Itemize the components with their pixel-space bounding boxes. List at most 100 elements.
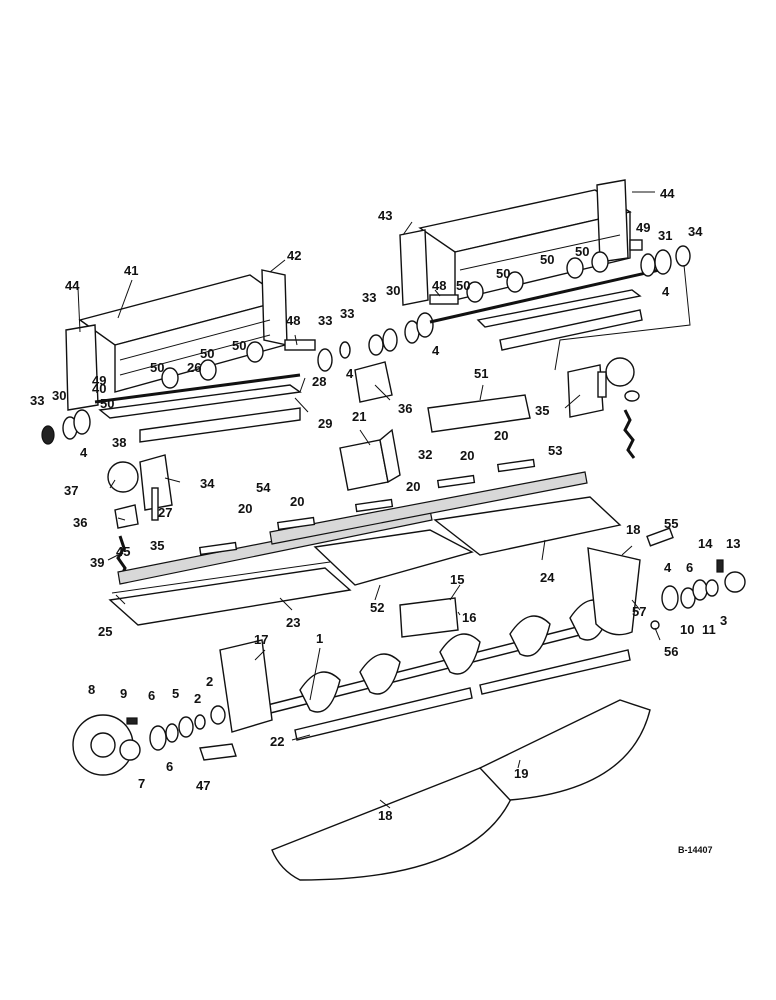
callout-6: 6 — [686, 560, 693, 575]
callout-50: 50 — [100, 396, 114, 411]
callout-2: 2 — [206, 674, 213, 689]
callout-38: 36 — [73, 515, 87, 530]
callout-5: 6 — [166, 759, 173, 774]
callout-25: 25 — [98, 624, 112, 639]
left-lower-drive — [72, 705, 237, 776]
callout-20: 20 — [460, 448, 474, 463]
callout-7: 7 — [138, 776, 145, 791]
callout-48: 48 — [432, 278, 446, 293]
callout-51: 51 — [474, 366, 488, 381]
callout-57: 57 — [632, 604, 646, 619]
callout-30: 30 — [52, 388, 66, 403]
left-housing-assembly — [65, 269, 288, 411]
callout-48: 48 — [286, 313, 300, 328]
callout-49: 49 — [636, 220, 650, 235]
left-drive — [107, 454, 173, 581]
callout-20: 20 — [406, 479, 420, 494]
callout-50: 50 — [200, 346, 214, 361]
callout-52: 52 — [370, 600, 384, 615]
callout-3: 3 — [720, 613, 727, 628]
callout-10: 10 — [680, 622, 694, 637]
callout-19: 19 — [514, 766, 528, 781]
callout-30: 30 — [386, 283, 400, 298]
perforated-strips — [117, 471, 588, 585]
right-shaft — [429, 266, 669, 351]
callout-14: 15 — [450, 572, 464, 587]
callout-4: 4 — [664, 560, 672, 575]
right-housing-assembly — [399, 179, 632, 306]
callout-45: 44 — [65, 278, 80, 293]
callout-33: 33 — [362, 290, 376, 305]
callout-24: 24 — [540, 570, 555, 585]
callout-20: 20 — [494, 428, 508, 443]
callout-32: 32 — [418, 447, 432, 462]
document-id: B-14407 — [678, 845, 713, 855]
callout-34: 34 — [200, 476, 215, 491]
callout-13: 14 — [698, 536, 713, 551]
callout-43: 41 — [124, 263, 138, 278]
callout-26: 26 — [187, 360, 201, 375]
callout-11: 11 — [702, 622, 716, 637]
callout-47: 47 — [196, 778, 210, 793]
right-chain-curve — [554, 264, 691, 371]
callout-12: 13 — [726, 536, 740, 551]
callout-33: 33 — [318, 313, 332, 328]
callout-50: 50 — [456, 278, 470, 293]
callout-56: 56 — [664, 644, 678, 659]
callout-28: 28 — [312, 374, 326, 389]
callout-49: 49 — [92, 373, 106, 388]
callout-29: 29 — [318, 416, 332, 431]
end-plate-16 — [219, 639, 273, 733]
callout-20: 20 — [290, 494, 304, 509]
callout-27: 27 — [158, 505, 172, 520]
callout-31: 33 — [340, 306, 354, 321]
callout-41: 39 — [90, 555, 104, 570]
callout-8: 8 — [88, 682, 95, 697]
callout-44: 43 — [378, 208, 392, 223]
callout-42: 40 — [92, 381, 106, 396]
callout-15: 16 — [462, 610, 476, 625]
callout-44: 42 — [287, 248, 301, 263]
center-plate-36 — [354, 361, 393, 403]
callout-50: 50 — [540, 252, 554, 267]
callout-40: 38 — [112, 435, 126, 450]
callout-50: 50 — [232, 338, 246, 353]
callout-4: 4 — [346, 366, 354, 381]
right-bearings — [429, 239, 691, 305]
callout-4: 4 — [432, 343, 440, 358]
callout-16: 17 — [254, 632, 268, 647]
callout-36: 36 — [398, 401, 412, 416]
leader-lines — [77, 191, 661, 809]
left-angle-28-29 — [98, 384, 302, 443]
callout-46: 45 — [116, 544, 130, 559]
callout-53: 53 — [548, 443, 562, 458]
callout-17: 18 — [626, 522, 640, 537]
callout-4: 4 — [80, 445, 88, 460]
center-bracket-21 — [339, 428, 401, 491]
auger-trough — [271, 649, 651, 881]
callout-50: 50 — [575, 244, 589, 259]
callout-2: 2 — [194, 691, 201, 706]
tray-panels — [108, 496, 622, 626]
callout-22: 22 — [270, 734, 284, 749]
callout-50: 50 — [496, 266, 510, 281]
plate-14 — [399, 597, 459, 638]
callout-33: 34 — [688, 224, 703, 239]
callout-20: 20 — [238, 501, 252, 516]
callout-35: 35 — [535, 403, 549, 418]
callout-54: 54 — [256, 480, 271, 495]
callout-33: 33 — [30, 393, 44, 408]
callout-30: 31 — [658, 228, 672, 243]
callout-45: 44 — [660, 186, 675, 201]
center-plate-51 — [427, 394, 531, 433]
callout-4: 4 — [662, 284, 670, 299]
right-small-parts — [646, 527, 746, 630]
callout-18: 18 — [378, 808, 392, 823]
callout-9: 9 — [120, 686, 127, 701]
callout-50: 50 — [150, 360, 164, 375]
callout-55: 55 — [664, 516, 678, 531]
callout-1: 1 — [316, 631, 323, 646]
strip-bars-20 — [198, 458, 536, 556]
callout-4: 5 — [172, 686, 179, 701]
